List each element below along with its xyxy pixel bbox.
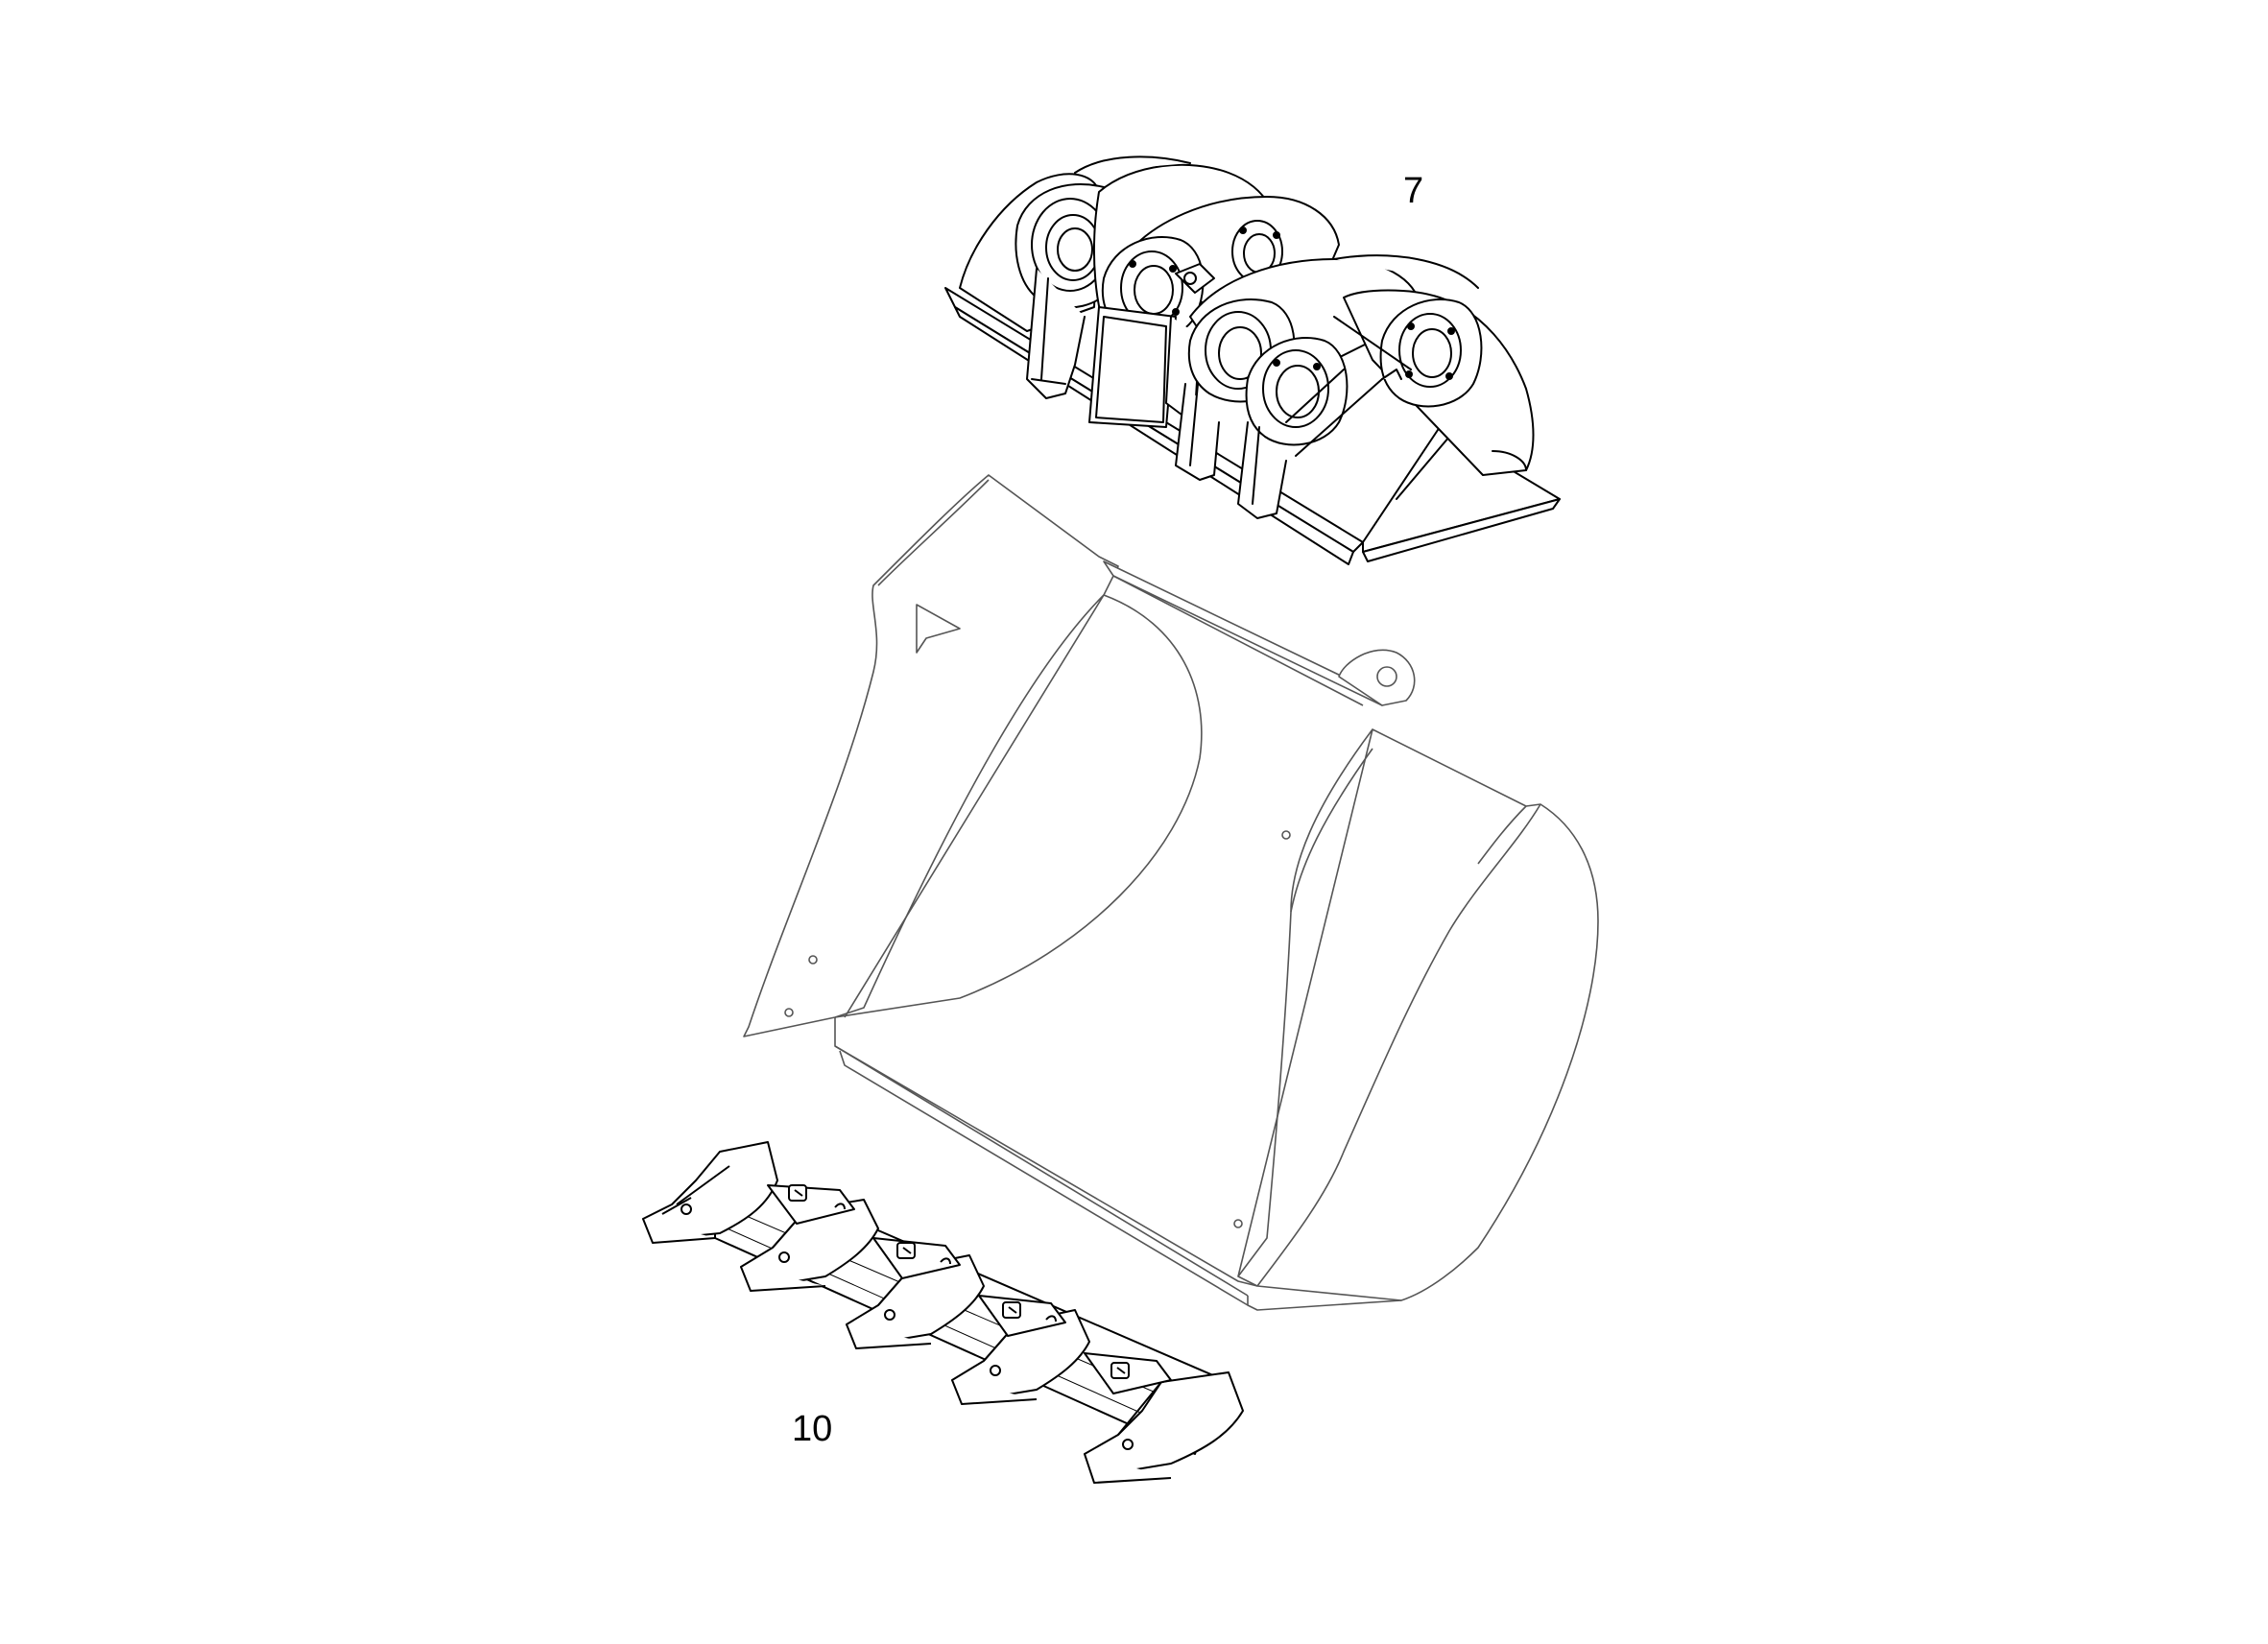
mounting-bracket-assembly	[945, 156, 1560, 564]
part-callout-10: 10	[792, 1409, 833, 1449]
bucket-body	[744, 475, 1598, 1310]
cutting-edge-teeth-assembly	[643, 1142, 1243, 1483]
part-callout-7: 7	[1403, 171, 1424, 211]
